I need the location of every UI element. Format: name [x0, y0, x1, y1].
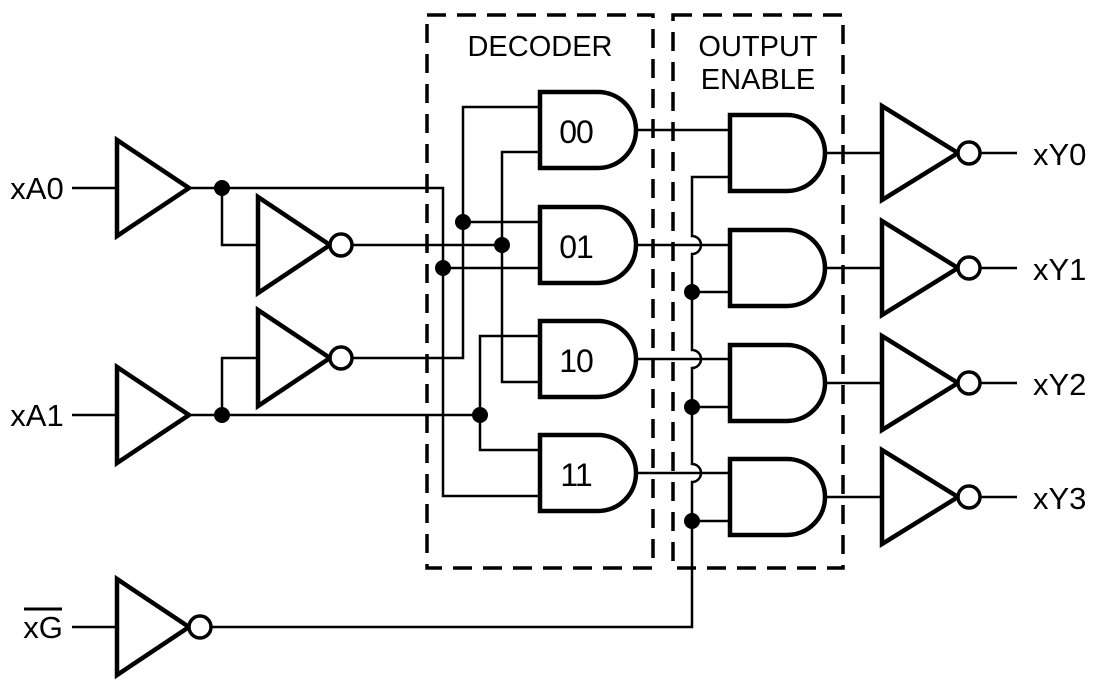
- buffer-xa0: [114, 135, 194, 241]
- wire-a0-to-inverter: [220, 188, 258, 247]
- output-enable-box: OUTPUT ENABLE: [671, 13, 845, 570]
- junction-dot-a0n: [494, 237, 510, 253]
- and-gate-00-label: 00: [559, 114, 593, 150]
- output-label-xy1: xY1: [1033, 252, 1086, 287]
- output-label-xy0: xY0: [1033, 137, 1086, 172]
- and-gate-10: [537, 318, 639, 400]
- and-gate-10-label: 10: [559, 343, 593, 379]
- output-enable-title-line2: ENABLE: [701, 64, 815, 96]
- inverter-xa1-not: [255, 305, 335, 411]
- junction-dot-a0-gate01: [435, 260, 451, 276]
- output-inverter-y2: [879, 331, 963, 435]
- output-label-xy3: xY3: [1033, 481, 1086, 516]
- inverter-xg: [114, 574, 194, 680]
- and-gate-11: [537, 432, 639, 514]
- enable-and-gate-y0: [727, 112, 828, 194]
- io-labels: xA0 xA1 xG xY0 xY1 xY2 xY3: [10, 137, 1086, 645]
- and-gate-01-label: 01: [559, 229, 593, 265]
- and-gate-01: [537, 204, 639, 286]
- wire-a1-vertical: [478, 334, 540, 452]
- junction-dot-a0: [214, 180, 230, 196]
- output-inverter-y3: [879, 445, 963, 549]
- wire-a0-trunk: [189, 186, 540, 498]
- enable-and-gate-y1: [727, 227, 828, 309]
- input-stages: [114, 135, 354, 680]
- wires: [72, 105, 1017, 629]
- output-enable-title-line1: OUTPUT: [698, 31, 818, 63]
- input-label-xa1: xA1: [10, 398, 63, 433]
- output-inverters: [879, 101, 982, 549]
- output-inverter-y0-bubble: [956, 140, 982, 166]
- output-inverter-y1-bubble: [956, 255, 982, 281]
- wire-a1-to-inverter: [220, 356, 258, 415]
- buffer-xa1: [114, 362, 194, 468]
- input-label-xa0: xA0: [10, 171, 63, 206]
- inverter-xa0-not-bubble: [328, 232, 354, 258]
- output-inverter-y1: [879, 216, 963, 320]
- decoder-box: DECODER: [425, 13, 655, 570]
- output-enable-gates: [727, 112, 828, 538]
- enable-and-gate-y2: [727, 342, 828, 424]
- junction-dot-a1-vertical: [472, 407, 488, 423]
- wire-enable-line: [211, 175, 730, 629]
- decoder-gates: 00 01 10 11: [537, 89, 639, 514]
- input-label-xg: xG: [23, 610, 63, 645]
- wire-a0n-vertical: [500, 150, 540, 384]
- output-label-xy2: xY2: [1033, 367, 1086, 402]
- junction-dots: [214, 180, 700, 529]
- and-gate-00: [537, 89, 639, 171]
- wire-a1n-vertical: [352, 105, 540, 360]
- output-inverter-y2-bubble: [956, 370, 982, 396]
- inverter-xg-bubble: [187, 614, 213, 640]
- junction-dot-enable-y3: [684, 513, 700, 529]
- inverter-xa0-not: [255, 192, 335, 298]
- junction-dot-enable-y2: [684, 399, 700, 415]
- output-inverter-y0: [879, 101, 963, 205]
- decoder-box-title: DECODER: [467, 31, 612, 63]
- and-gate-11-label: 11: [560, 457, 591, 493]
- enable-and-gate-y3: [727, 456, 828, 538]
- output-inverter-y3-bubble: [956, 484, 982, 510]
- junction-dot-a1n-gate01: [455, 214, 471, 230]
- junction-dot-enable-y1: [684, 284, 700, 300]
- inverter-xa1-not-bubble: [328, 345, 354, 371]
- junction-dot-a1: [214, 407, 230, 423]
